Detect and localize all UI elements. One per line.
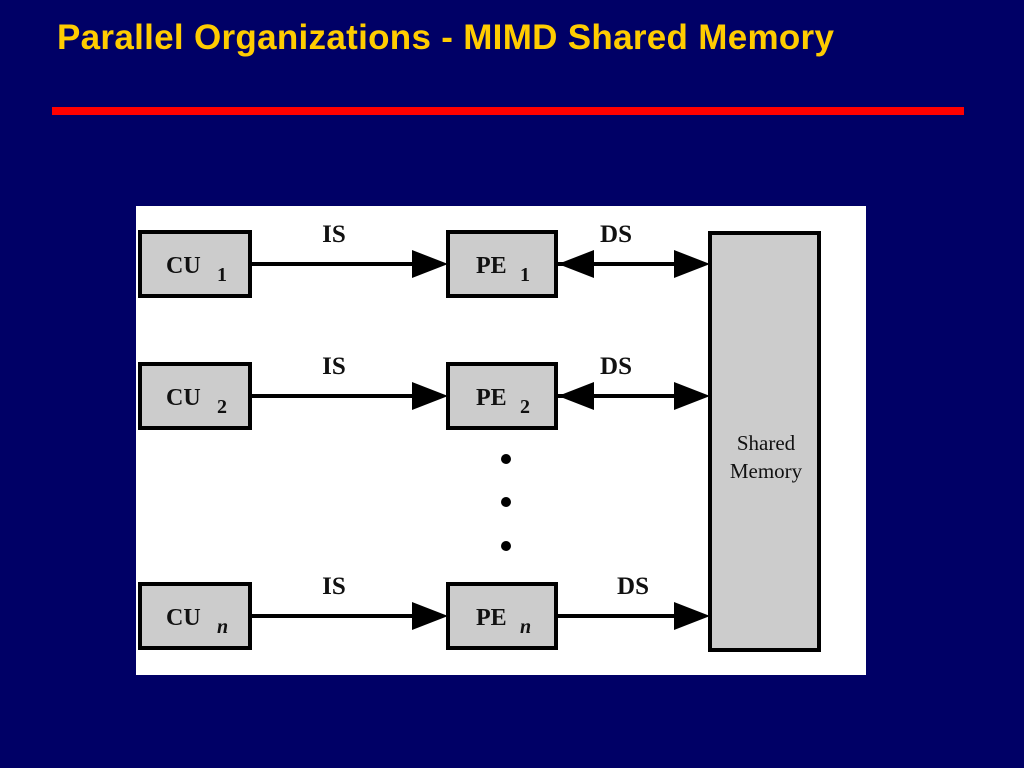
shared-memory-box: Shared Memory xyxy=(708,231,821,652)
control-unit-box: CU 1 xyxy=(138,230,252,298)
ds-label: DS xyxy=(600,221,632,248)
memory-label-line2: Memory xyxy=(730,459,803,483)
control-unit-box: CU n xyxy=(138,582,252,650)
pe-subscript: 1 xyxy=(520,264,530,286)
pe-subscript: 2 xyxy=(520,396,530,418)
pe-subscript: n xyxy=(520,616,531,638)
arrowhead-right-icon xyxy=(412,602,448,630)
cu-label: CU xyxy=(166,605,201,631)
pe-label: PE xyxy=(476,253,507,279)
ellipsis xyxy=(501,454,511,551)
memory-label-line1: Shared xyxy=(737,431,796,455)
is-label: IS xyxy=(322,353,346,380)
pe-label: PE xyxy=(476,605,507,631)
title-underline xyxy=(52,107,964,115)
is-label: IS xyxy=(322,221,346,248)
arrowhead-right-icon xyxy=(412,250,448,278)
arrowhead-left-icon xyxy=(558,250,594,278)
diagram-row: CU 2 IS PE 2 DS xyxy=(138,353,710,430)
cu-label: CU xyxy=(166,253,201,279)
arrowhead-right-icon xyxy=(674,602,710,630)
processing-element-box: PE 1 xyxy=(446,230,558,298)
pe-label: PE xyxy=(476,385,507,411)
arrowhead-right-icon xyxy=(412,382,448,410)
ellipsis-dot xyxy=(501,497,511,507)
arrowhead-left-icon xyxy=(558,382,594,410)
processing-element-box: PE n xyxy=(446,582,558,650)
cu-label: CU xyxy=(166,385,201,411)
arrowhead-right-icon xyxy=(674,250,710,278)
ellipsis-dot xyxy=(501,454,511,464)
ellipsis-dot xyxy=(501,541,511,551)
is-label: IS xyxy=(322,573,346,600)
processing-element-box: PE 2 xyxy=(446,362,558,430)
control-unit-box: CU 2 xyxy=(138,362,252,430)
ds-label: DS xyxy=(600,353,632,380)
cu-subscript: n xyxy=(217,616,228,638)
ds-label: DS xyxy=(617,573,649,600)
cu-subscript: 2 xyxy=(217,396,227,418)
arrowhead-right-icon xyxy=(674,382,710,410)
diagram-row: CU n IS PE n DS xyxy=(138,573,710,650)
diagram-row: CU 1 IS PE 1 DS xyxy=(138,221,710,298)
cu-subscript: 1 xyxy=(217,264,227,286)
slide-title: Parallel Organizations - MIMD Shared Mem… xyxy=(57,18,835,57)
